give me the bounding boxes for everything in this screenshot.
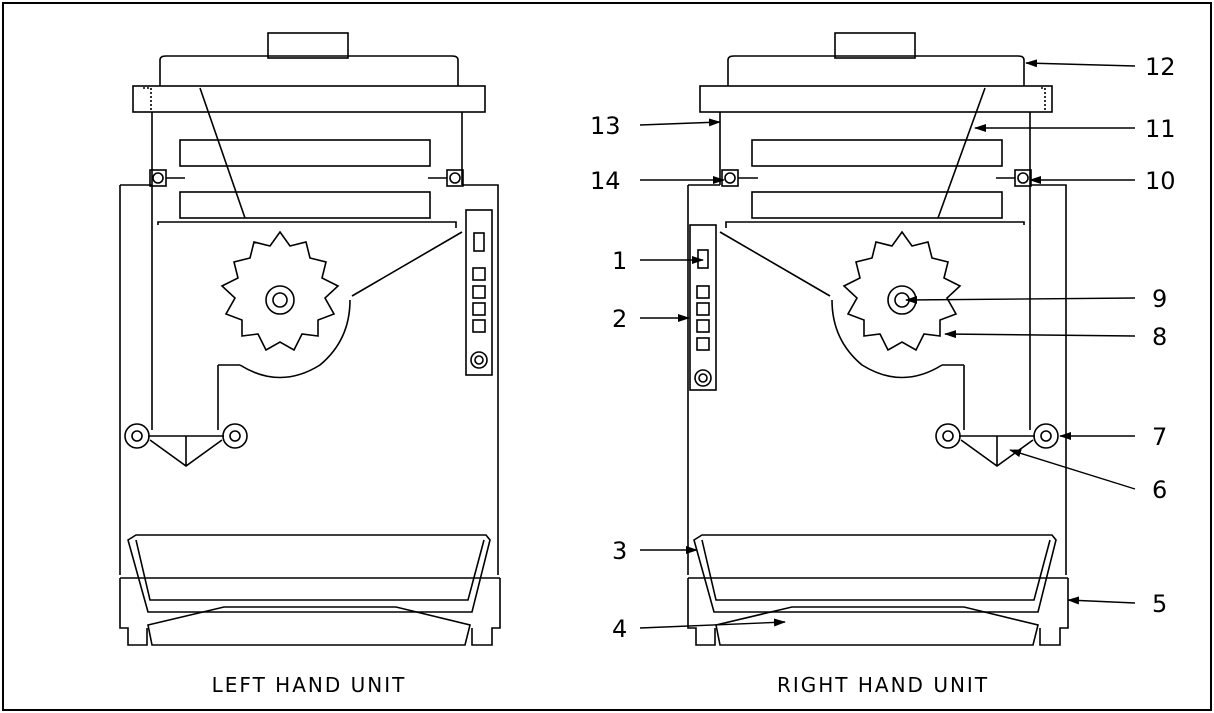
callout-1: 1 — [612, 247, 627, 275]
left-clamp-right — [428, 169, 464, 187]
left-auger — [220, 230, 340, 352]
left-housing — [119, 184, 499, 575]
right-hopper — [719, 112, 1031, 185]
right-spigot-left — [935, 423, 961, 449]
callout-7: 7 — [1152, 423, 1167, 451]
right-drip-tray — [693, 534, 1057, 613]
right-unit-caption: RIGHT HAND UNIT — [777, 673, 989, 697]
left-hopper — [151, 112, 463, 185]
left-spigot-right — [222, 423, 248, 449]
callout-12: 12 — [1145, 53, 1176, 81]
left-control-panel — [465, 209, 493, 376]
left-unit-caption: LEFT HAND UNIT — [212, 673, 407, 697]
callout-9: 9 — [1152, 285, 1167, 313]
right-hand-unit — [687, 32, 1069, 646]
right-clamp-right — [996, 169, 1032, 187]
left-lid — [159, 55, 459, 86]
callout-11: 11 — [1145, 115, 1176, 143]
callout-3: 3 — [612, 537, 627, 565]
callout-5: 5 — [1152, 590, 1167, 618]
right-lid-rim — [699, 85, 1053, 113]
callout-2: 2 — [612, 305, 627, 333]
callout-8: 8 — [1152, 323, 1167, 351]
right-lid — [727, 55, 1025, 86]
left-clamp-left — [149, 169, 185, 187]
left-drip-cover — [147, 606, 471, 646]
callout-14: 14 — [590, 167, 621, 195]
right-housing — [687, 184, 1067, 575]
callout-numbers: 12 13 11 14 10 1 9 2 8 7 6 3 5 4 — [590, 53, 1176, 643]
left-drip-tray — [127, 534, 491, 613]
left-lid-rim — [132, 85, 486, 113]
right-clamp-left — [721, 169, 758, 187]
right-spigot-right — [1033, 423, 1059, 449]
right-auger — [842, 230, 962, 352]
right-lid-handle — [834, 32, 916, 59]
left-lid-handle — [267, 32, 349, 59]
right-control-panel — [689, 224, 717, 391]
callout-4: 4 — [612, 615, 627, 643]
callout-6: 6 — [1152, 476, 1167, 504]
left-spigot-left — [124, 423, 150, 449]
callout-10: 10 — [1145, 167, 1176, 195]
callout-leaders — [639, 59, 1136, 629]
left-base — [119, 577, 501, 646]
callout-13: 13 — [590, 112, 621, 140]
right-drip-cover — [715, 606, 1039, 646]
right-base — [687, 577, 1069, 646]
left-hand-unit — [119, 32, 501, 646]
